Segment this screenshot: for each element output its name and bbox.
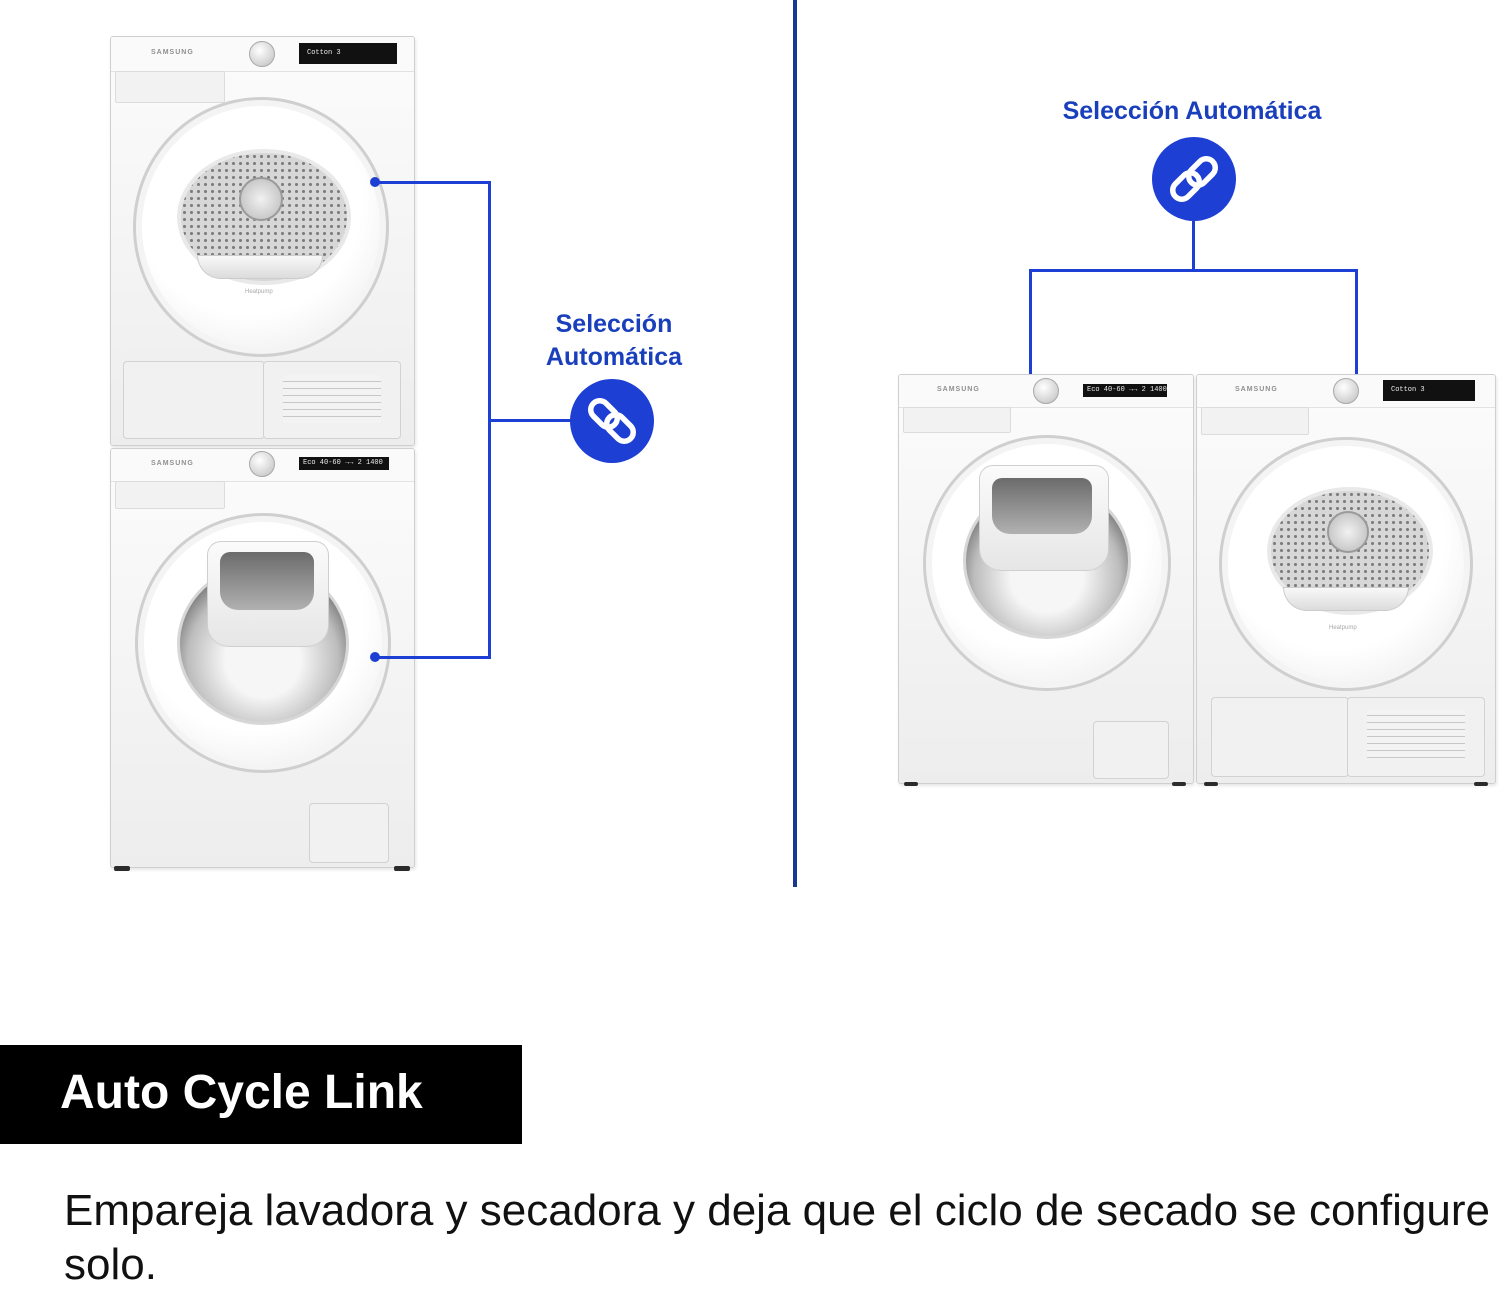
foot xyxy=(1204,782,1218,786)
connector-line xyxy=(1192,221,1195,271)
washer-display: Eco 40-60 →→ 2 1400 xyxy=(1083,384,1167,397)
dryer-bottom-left-panel xyxy=(1211,697,1349,777)
program-dial[interactable] xyxy=(1033,378,1059,404)
foot xyxy=(114,866,130,871)
link-icon xyxy=(1170,156,1218,202)
dryer-display: Cotton 3 xyxy=(299,43,397,64)
connector-line xyxy=(1029,269,1358,272)
link-badge xyxy=(1152,137,1236,221)
brand-logo: SAMSUNG xyxy=(937,386,980,393)
dryer-bottom-left-panel xyxy=(123,361,265,439)
washer-display: Eco 40-60 →→ 2 1400 xyxy=(299,457,389,470)
dryer-drum-hub xyxy=(1327,511,1369,553)
washer-display-text: Eco 40-60 →→ 2 1400 xyxy=(1087,386,1167,394)
auto-selection-label: Selección Automática xyxy=(1062,97,1322,125)
page-title: Auto Cycle Link xyxy=(60,1066,423,1119)
dryer-control-panel: SAMSUNG Cotton 3 xyxy=(111,37,414,72)
brand-logo: SAMSUNG xyxy=(151,49,194,56)
washer-display-text: Eco 40-60 →→ 2 1400 xyxy=(303,459,383,467)
addwash-window xyxy=(992,478,1092,534)
description-text: Empareja lavadora y secadora y deja que … xyxy=(64,1186,1490,1289)
dryer-display: Cotton 3 xyxy=(1383,380,1475,401)
dryer-vent xyxy=(283,375,381,423)
washer-side: SAMSUNG Eco 40-60 →→ 2 1400 xyxy=(898,374,1194,784)
foot xyxy=(1474,782,1488,786)
washer-control-panel: SAMSUNG Eco 40-60 →→ 2 1400 xyxy=(111,449,414,482)
title-bar: Auto Cycle Link xyxy=(0,1045,522,1144)
foot xyxy=(904,782,918,786)
dryer-display-text: Cotton 3 xyxy=(1391,386,1425,394)
program-dial[interactable] xyxy=(249,41,275,67)
link-badge xyxy=(570,379,654,463)
auto-selection-line2: Automática xyxy=(545,343,683,371)
brand-logo: SAMSUNG xyxy=(1235,386,1278,393)
auto-selection-label: Selección Automática xyxy=(524,308,704,374)
dryer-vent xyxy=(1367,709,1465,759)
addwash-door xyxy=(207,541,329,647)
program-dial[interactable] xyxy=(249,451,275,477)
detergent-drawer xyxy=(115,71,225,103)
link-icon xyxy=(588,398,636,444)
brand-logo: SAMSUNG xyxy=(151,460,194,467)
detergent-drawer xyxy=(903,407,1011,433)
washer-stacked: SAMSUNG Eco 40-60 →→ 2 1400 xyxy=(110,448,415,868)
detergent-drawer xyxy=(1201,407,1309,435)
divider-line xyxy=(793,0,797,887)
connector-line xyxy=(488,419,574,422)
filter-cover xyxy=(1093,721,1169,779)
program-dial[interactable] xyxy=(1333,378,1359,404)
dryer-side: SAMSUNG Cotton 3 Heatpump xyxy=(1196,374,1496,784)
filter-cover xyxy=(309,803,389,863)
connector-line xyxy=(1029,269,1032,381)
heatpump-label: Heatpump xyxy=(1329,625,1357,631)
heatpump-label: Heatpump xyxy=(245,289,273,295)
connection-dot-dryer xyxy=(370,177,380,187)
dryer-stacked: SAMSUNG Cotton 3 Heatpump xyxy=(110,36,415,446)
lint-filter-lip xyxy=(197,255,323,279)
washer-control-panel: SAMSUNG Eco 40-60 →→ 2 1400 xyxy=(899,375,1193,408)
foot xyxy=(394,866,410,871)
dryer-display-text: Cotton 3 xyxy=(307,49,341,57)
connector-line xyxy=(378,656,491,659)
addwash-door xyxy=(979,465,1109,571)
connection-dot-washer xyxy=(370,652,380,662)
lint-filter-lip xyxy=(1283,587,1409,611)
dryer-control-panel: SAMSUNG Cotton 3 xyxy=(1197,375,1495,408)
connector-line xyxy=(1355,269,1358,381)
dryer-drum-hub xyxy=(239,177,283,221)
foot xyxy=(1172,782,1186,786)
auto-selection-line1: Selección xyxy=(555,310,673,338)
detergent-drawer xyxy=(115,481,225,509)
connector-line xyxy=(378,181,491,184)
addwash-window xyxy=(220,552,314,610)
